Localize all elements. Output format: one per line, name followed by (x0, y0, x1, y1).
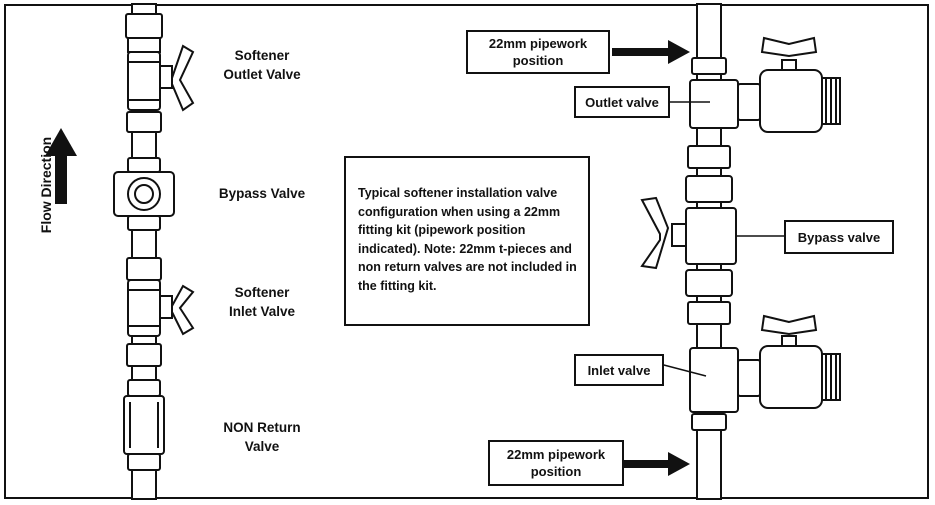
flow-direction-label: Flow Direction (38, 137, 58, 233)
non-return-valve-label: NON Return Valve (200, 418, 324, 456)
diagram-frame (4, 4, 929, 499)
outlet-tee (689, 57, 761, 129)
outlet-valve-box: Outlet valve (574, 86, 670, 118)
softener-outlet-valve-label: Softener Outlet Valve (206, 46, 318, 84)
softener-inlet-valve-body (127, 279, 195, 337)
pipework-top-line-1: 22mm pipework (488, 36, 588, 51)
pipework-bottom-arrow (624, 452, 690, 476)
inlet-ball-valve (759, 314, 841, 409)
flow-direction-text: Flow Direction (38, 136, 54, 234)
pipework-position-bottom-box: 22mm pipework position (488, 440, 624, 486)
bypass-valve-right (640, 175, 737, 297)
bypass-valve-label: Bypass Valve (218, 186, 306, 201)
left-nut-3 (126, 257, 162, 281)
pipework-bottom-line-1: 22mm pipework (506, 447, 606, 462)
non-return-valve-line-2: Valve (244, 439, 280, 454)
softener-inlet-valve-label: Softener Inlet Valve (206, 283, 318, 321)
left-nut-2 (126, 111, 162, 133)
softener-outlet-valve-line-2: Outlet Valve (223, 67, 301, 82)
softener-inlet-valve-line-2: Inlet Valve (228, 304, 296, 319)
pipework-top-line-2: position (512, 53, 564, 68)
outlet-ball-valve (759, 36, 841, 133)
installation-note: Typical softener installation valve conf… (344, 156, 590, 326)
non-return-valve-line-1: NON Return (223, 420, 301, 435)
pipework-bottom-line-2: position (530, 464, 582, 479)
pipework-position-top-box: 22mm pipework position (466, 30, 610, 74)
left-upper-nut (125, 13, 163, 53)
softener-outlet-valve-body (127, 44, 195, 112)
inlet-tee (689, 347, 761, 431)
bypass-valve-box: Bypass valve (784, 220, 894, 254)
pipework-top-arrow (612, 40, 690, 64)
flow-direction-arrow (45, 128, 77, 204)
inlet-valve-box: Inlet valve (574, 354, 664, 386)
inlet-valve-leader (659, 363, 707, 377)
right-nut-1 (687, 145, 731, 169)
softener-inlet-valve-line-1: Softener (234, 285, 290, 300)
softener-outlet-valve-line-1: Softener (234, 48, 290, 63)
right-nut-2 (687, 301, 731, 325)
non-return-valve-body (123, 379, 165, 471)
left-nut-4 (126, 343, 162, 367)
bypass-valve-left (113, 157, 175, 231)
